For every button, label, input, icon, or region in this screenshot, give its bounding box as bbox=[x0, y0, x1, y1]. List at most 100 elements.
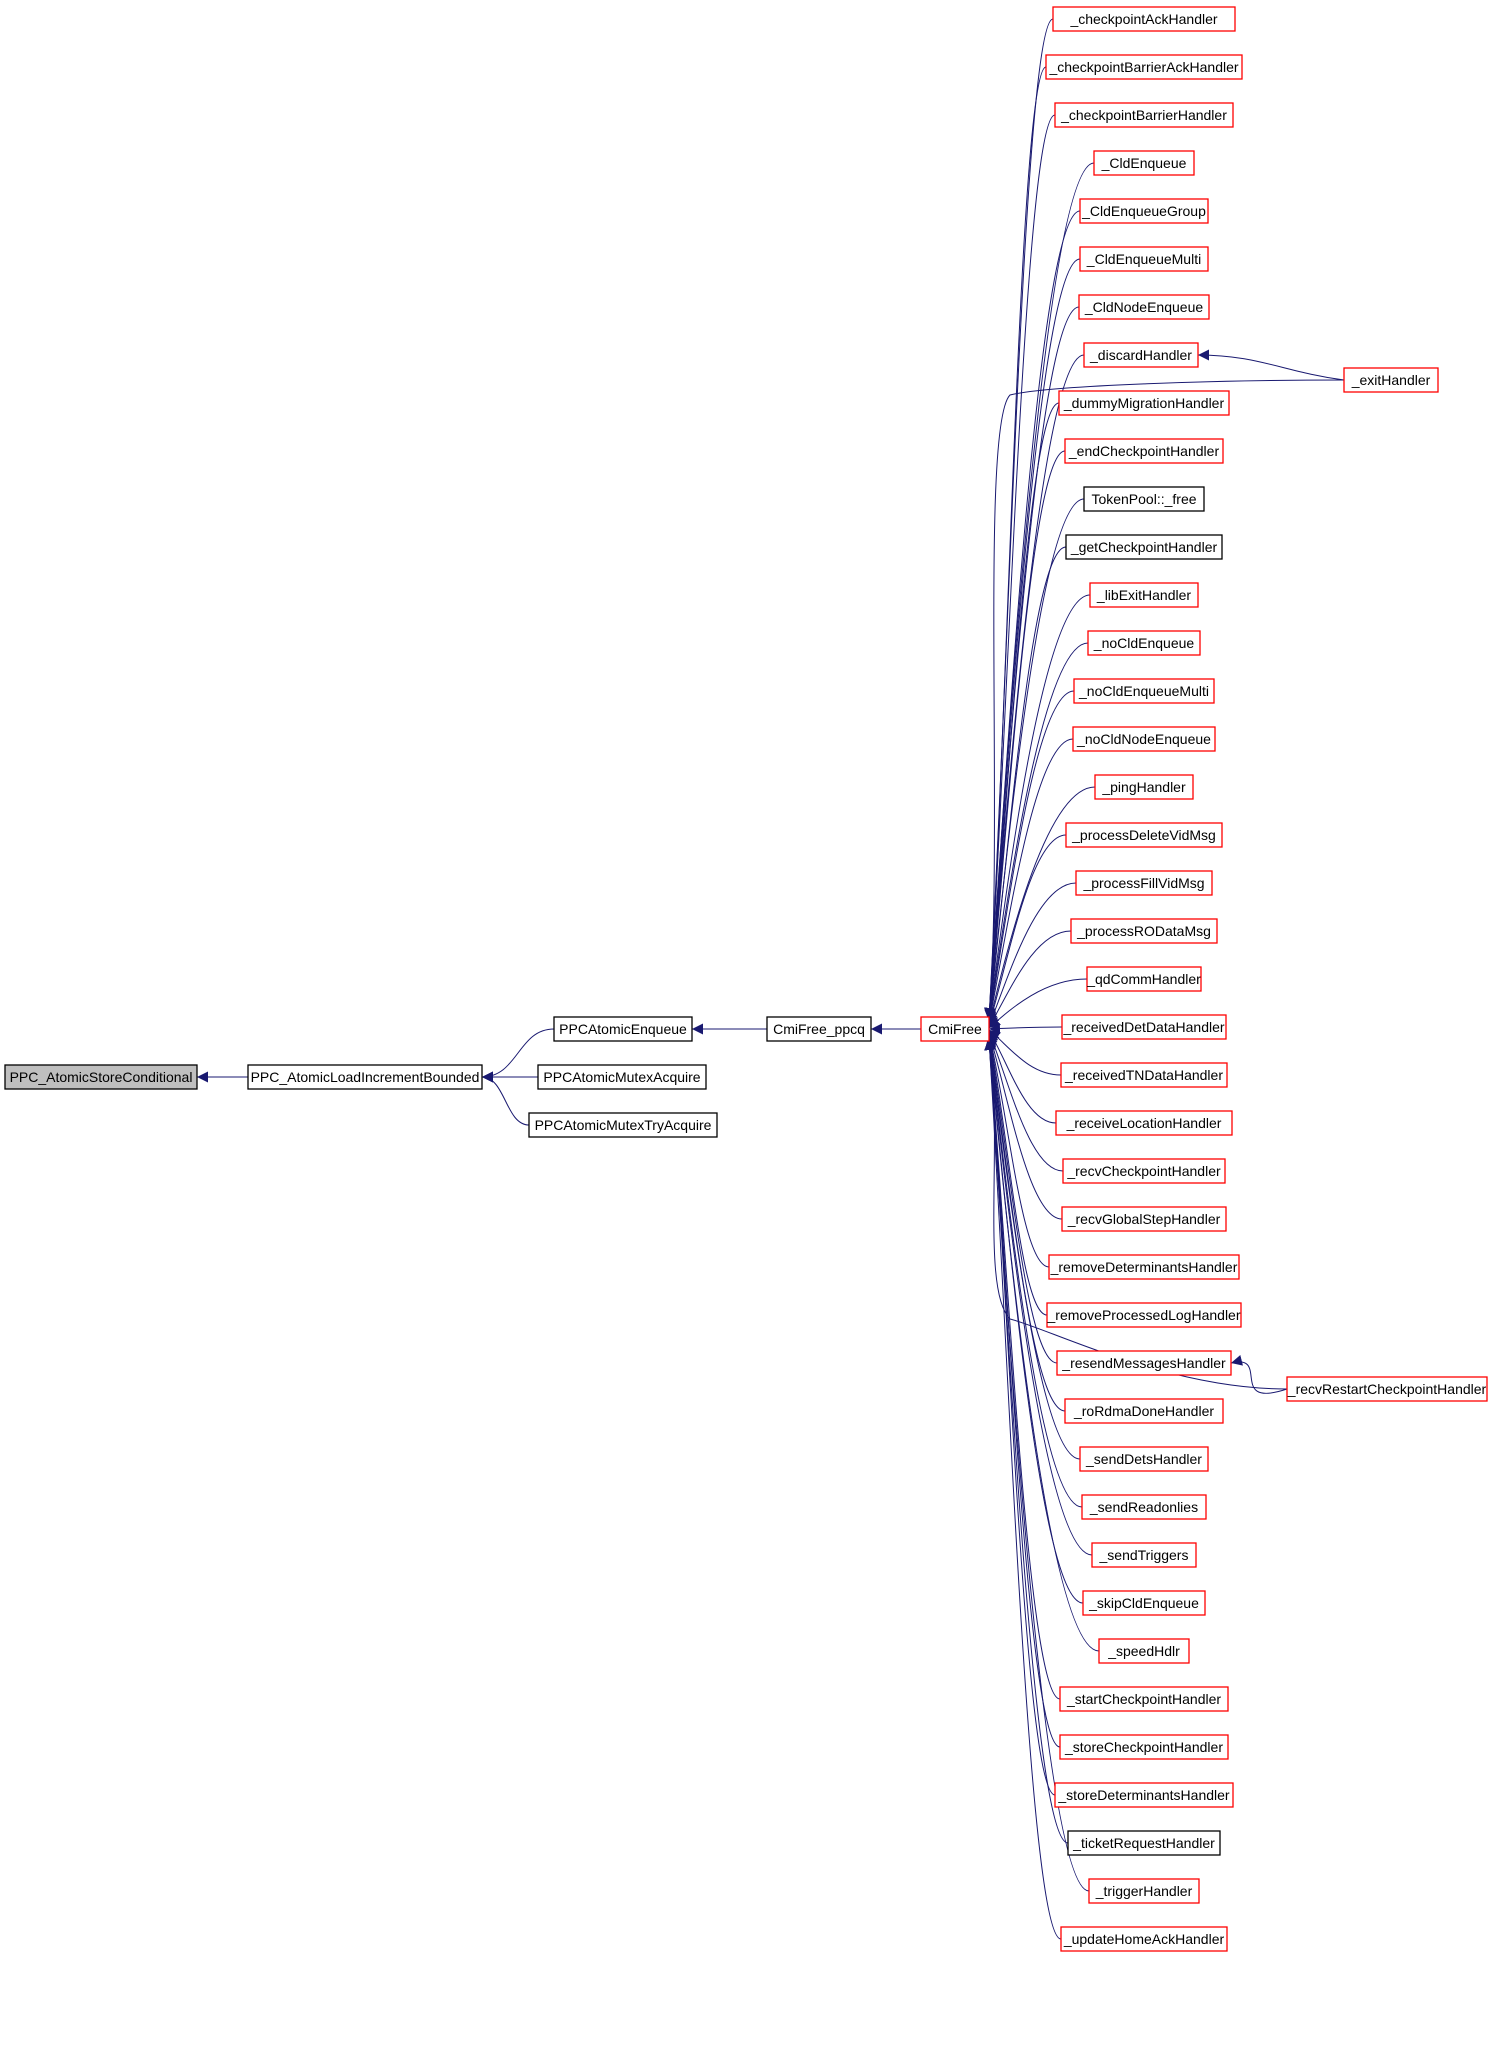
node-h7[interactable]: _discardHandler bbox=[1083, 342, 1199, 368]
node-h15[interactable]: _noCldNodeEnqueue bbox=[1072, 726, 1216, 752]
node-box bbox=[1048, 1254, 1240, 1280]
node-h28[interactable]: _resendMessagesHandler bbox=[1056, 1350, 1232, 1376]
node-box bbox=[1083, 342, 1199, 368]
node-h30[interactable]: _sendDetsHandler bbox=[1079, 1446, 1209, 1472]
node-label: _recvCheckpointHandler bbox=[1066, 1163, 1221, 1179]
edge-h32-to-cmifree bbox=[984, 1038, 1093, 1556]
edge-h0-to-cmifree bbox=[984, 18, 1054, 1020]
node-h25[interactable]: _recvGlobalStepHandler bbox=[1061, 1206, 1227, 1232]
node-h2[interactable]: _checkpointBarrierHandler bbox=[1054, 102, 1234, 128]
node-label: _storeDeterminantsHandler bbox=[1057, 1787, 1230, 1803]
edge-h17-to-cmifree bbox=[986, 834, 1067, 1026]
edge-h37-to-cmifree bbox=[984, 1038, 1056, 1796]
edge-exit-to-cmifree bbox=[984, 379, 1345, 1022]
node-label: PPC_AtomicLoadIncrementBounded bbox=[251, 1069, 480, 1085]
node-h10: TokenPool::_free bbox=[1083, 486, 1205, 512]
node-h27[interactable]: _removeProcessedLogHandler bbox=[1046, 1302, 1242, 1328]
node-h29[interactable]: _roRdmaDoneHandler bbox=[1064, 1398, 1224, 1424]
node-h23[interactable]: _receiveLocationHandler bbox=[1055, 1110, 1233, 1136]
node-box bbox=[553, 1016, 693, 1042]
node-box bbox=[1060, 1062, 1228, 1088]
node-h19[interactable]: _processRODataMsg bbox=[1070, 918, 1218, 944]
node-label: _dummyMigrationHandler bbox=[1063, 395, 1225, 411]
node-label: _updateHomeAckHandler bbox=[1063, 1931, 1225, 1947]
node-h14[interactable]: _noCldEnqueueMulti bbox=[1073, 678, 1215, 704]
node-label: _skipCldEnqueue bbox=[1088, 1595, 1199, 1611]
node-h33[interactable]: _skipCldEnqueue bbox=[1082, 1590, 1206, 1616]
edge-exit-to-h7 bbox=[1197, 349, 1345, 381]
node-h32[interactable]: _sendTriggers bbox=[1091, 1542, 1197, 1568]
node-exit[interactable]: _exitHandler bbox=[1343, 367, 1439, 393]
node-box bbox=[1056, 1350, 1232, 1376]
node-label: TokenPool::_free bbox=[1091, 491, 1196, 507]
node-label: _CldEnqueueGroup bbox=[1081, 203, 1206, 219]
node-h26[interactable]: _removeDeterminantsHandler bbox=[1048, 1254, 1240, 1280]
node-label: _getCheckpointHandler bbox=[1070, 539, 1218, 555]
edge-h15-to-cmifree bbox=[985, 738, 1074, 1024]
node-h37[interactable]: _storeDeterminantsHandler bbox=[1054, 1782, 1234, 1808]
edges-layer bbox=[197, 18, 1345, 1940]
node-label: _CldEnqueueMulti bbox=[1086, 251, 1201, 267]
node-h9[interactable]: _endCheckpointHandler bbox=[1064, 438, 1224, 464]
edge-h36-to-cmifree bbox=[984, 1038, 1061, 1748]
node-label: PPCAtomicMutexTryAcquire bbox=[535, 1117, 712, 1133]
node-label: _discardHandler bbox=[1089, 347, 1192, 363]
node-h6[interactable]: _CldNodeEnqueue bbox=[1078, 294, 1210, 320]
node-h17[interactable]: _processDeleteVidMsg bbox=[1065, 822, 1223, 848]
node-label: _pingHandler bbox=[1101, 779, 1186, 795]
node-box bbox=[1091, 1542, 1197, 1568]
edge-h27-to-cmifree bbox=[985, 1034, 1048, 1316]
node-label: _qdCommHandler bbox=[1086, 971, 1201, 987]
node-h18[interactable]: _processFillVidMsg bbox=[1075, 870, 1213, 896]
node-h24[interactable]: _recvCheckpointHandler bbox=[1062, 1158, 1226, 1184]
node-h5[interactable]: _CldEnqueueMulti bbox=[1079, 246, 1209, 272]
node-box bbox=[1079, 198, 1209, 224]
node-h3[interactable]: _CldEnqueue bbox=[1093, 150, 1195, 176]
node-box bbox=[1055, 1110, 1233, 1136]
node-box bbox=[1054, 1782, 1234, 1808]
node-label: _processDeleteVidMsg bbox=[1071, 827, 1216, 843]
node-h35[interactable]: _startCheckpointHandler bbox=[1059, 1686, 1229, 1712]
node-h39[interactable]: _triggerHandler bbox=[1088, 1878, 1200, 1904]
node-h20[interactable]: _qdCommHandler bbox=[1086, 966, 1202, 992]
edge-h9-to-cmifree bbox=[984, 450, 1066, 1020]
edge-restart-to-h28 bbox=[1230, 1355, 1288, 1394]
node-box bbox=[1064, 1398, 1224, 1424]
node-cmifree[interactable]: CmiFree bbox=[920, 1016, 990, 1042]
edge-h39-to-cmifree bbox=[984, 1038, 1090, 1892]
node-label: _endCheckpointHandler bbox=[1068, 443, 1220, 459]
edge-h31-to-cmifree bbox=[984, 1038, 1083, 1508]
node-box bbox=[1078, 294, 1210, 320]
node-label: _receivedTNDataHandler bbox=[1064, 1067, 1223, 1083]
node-box bbox=[1062, 1158, 1226, 1184]
node-h31[interactable]: _sendReadonlies bbox=[1081, 1494, 1207, 1520]
node-label: _checkpointBarrierHandler bbox=[1060, 107, 1227, 123]
edge-trymutex-to-loadinc bbox=[481, 1071, 530, 1126]
node-label: _libExitHandler bbox=[1096, 587, 1191, 603]
node-restart[interactable]: _recvRestartCheckpointHandler bbox=[1286, 1376, 1488, 1402]
node-h40[interactable]: _updateHomeAckHandler bbox=[1060, 1926, 1228, 1952]
node-trymutex: PPCAtomicMutexTryAcquire bbox=[528, 1112, 718, 1138]
node-h21[interactable]: _receivedDetDataHandler bbox=[1061, 1014, 1227, 1040]
node-h0[interactable]: _checkpointAckHandler bbox=[1052, 6, 1236, 32]
node-box bbox=[1061, 1206, 1227, 1232]
node-label: _noCldEnqueueMulti bbox=[1078, 683, 1209, 699]
node-h34[interactable]: _speedHdlr bbox=[1098, 1638, 1190, 1664]
node-box bbox=[1061, 1014, 1227, 1040]
node-label: CmiFree bbox=[928, 1021, 982, 1037]
node-h12[interactable]: _libExitHandler bbox=[1089, 582, 1199, 608]
node-h13[interactable]: _noCldEnqueue bbox=[1087, 630, 1201, 656]
node-label: _checkpointAckHandler bbox=[1069, 11, 1217, 27]
node-label: _noCldEnqueue bbox=[1093, 635, 1195, 651]
node-h16[interactable]: _pingHandler bbox=[1094, 774, 1194, 800]
node-h8[interactable]: _dummyMigrationHandler bbox=[1058, 390, 1230, 416]
node-h36[interactable]: _storeCheckpointHandler bbox=[1059, 1734, 1229, 1760]
edge-h4-to-cmifree bbox=[984, 210, 1081, 1020]
node-label: _receivedDetDataHandler bbox=[1062, 1019, 1224, 1035]
node-box bbox=[528, 1112, 718, 1138]
node-h4[interactable]: _CldEnqueueGroup bbox=[1079, 198, 1209, 224]
node-label: _ticketRequestHandler bbox=[1072, 1835, 1215, 1851]
node-h22[interactable]: _receivedTNDataHandler bbox=[1060, 1062, 1228, 1088]
edge-h24-to-cmifree bbox=[988, 1031, 1064, 1172]
node-h1[interactable]: _checkpointBarrierAckHandler bbox=[1045, 54, 1243, 80]
